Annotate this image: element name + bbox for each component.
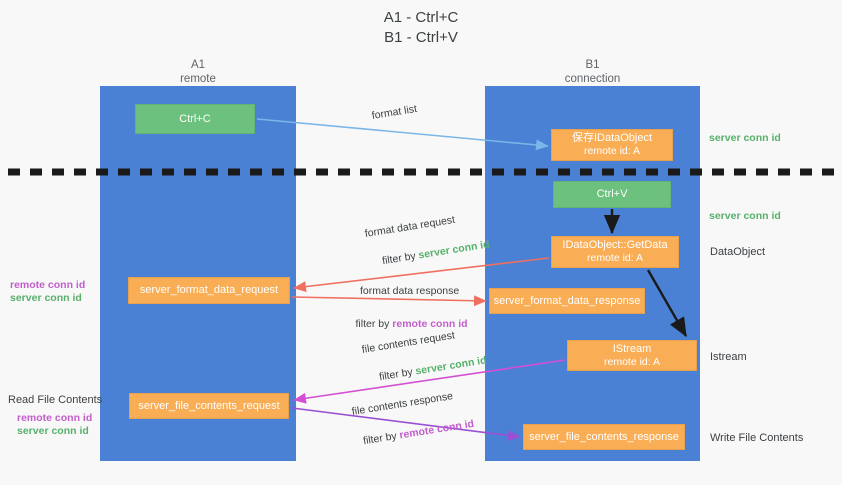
left-legend-remote-conn-id: remote conn id xyxy=(10,279,86,291)
box-save-idataobject-sub: remote id: A xyxy=(583,145,641,157)
box-server-format-data-request-label: server_format_data_request xyxy=(139,284,279,296)
box-istream-label: IStream xyxy=(612,342,652,355)
box-save-idataobject[interactable]: 保存IDataObject remote id: A xyxy=(551,129,673,161)
arrow-label-file-contents-response-key: remote conn id xyxy=(398,417,475,442)
arrow-label-file-contents-request-key: server conn id xyxy=(414,354,488,378)
box-server-file-contents-response-label: server_file_contents_response xyxy=(529,430,679,443)
left-label-read-file-contents: Read File Contents xyxy=(8,394,103,406)
box-ctrl-v-label: Ctrl+V xyxy=(596,188,628,200)
box-ctrl-c[interactable]: Ctrl+C xyxy=(135,104,255,134)
box-server-format-data-response[interactable]: server_format_data_response xyxy=(489,288,645,314)
arrow-label-file-contents-request-prefix: filter by xyxy=(378,365,417,384)
left-legend-server-conn-id-2: server conn id xyxy=(17,425,89,437)
arrow-label-format-data-request-key: server conn id xyxy=(417,238,491,262)
box-server-file-contents-request-label: server_file_contents_request xyxy=(138,399,280,412)
box-istream-sub: remote id: A xyxy=(603,355,661,368)
arrow-label-format-data-response: format data response filter by remote co… xyxy=(356,285,468,344)
box-server-file-contents-response[interactable]: server_file_contents_response xyxy=(523,424,685,450)
box-server-format-data-response-label: server_format_data_response xyxy=(493,294,641,307)
left-legend-remote-conn-id-2: remote conn id xyxy=(17,412,93,424)
box-ctrl-v[interactable]: Ctrl+V xyxy=(553,181,671,208)
arrow-label-format-data-response-prefix: filter by xyxy=(355,318,393,330)
arrow-label-format-data-response-line1: format data response xyxy=(360,285,460,297)
arrow-label-file-contents-response: file contents response filter by remote … xyxy=(351,390,476,464)
box-ctrl-c-label: Ctrl+C xyxy=(179,112,211,125)
lane-header-b1: B1 connection xyxy=(564,59,621,85)
right-label-dataobject: DataObject xyxy=(710,246,766,258)
lane-header-a1: A1 remote xyxy=(180,59,216,85)
arrow-label-format-data-response-key: remote conn id xyxy=(392,318,468,330)
right-label-write-file-contents: Write File Contents xyxy=(710,432,804,444)
box-istream[interactable]: IStream remote id: A xyxy=(567,340,697,371)
right-label-istream: Istream xyxy=(710,351,747,363)
box-server-file-contents-request[interactable]: server_file_contents_request xyxy=(129,393,289,419)
arrow-label-format-list: format list xyxy=(370,102,418,122)
page-title: A1 - Ctrl+C B1 - Ctrl+V xyxy=(383,9,459,46)
arrow-label-format-data-request-prefix: filter by xyxy=(381,249,420,268)
left-legend-server-conn-id: server conn id xyxy=(10,292,82,304)
arrow-label-format-data-request: format data request filter by server con… xyxy=(364,214,491,284)
box-save-idataobject-label: 保存IDataObject xyxy=(571,132,653,144)
box-getdata-label: IDataObject::GetData xyxy=(562,239,668,251)
box-getdata-sub: remote id: A xyxy=(586,252,644,264)
box-getdata[interactable]: IDataObject::GetData remote id: A xyxy=(551,236,679,268)
box-server-format-data-request[interactable]: server_format_data_request xyxy=(128,277,290,304)
right-label-server-conn-id-mid: server conn id xyxy=(709,210,781,222)
right-label-server-conn-id-top: server conn id xyxy=(709,132,781,144)
arrow-label-file-contents-response-prefix: filter by xyxy=(362,429,401,448)
